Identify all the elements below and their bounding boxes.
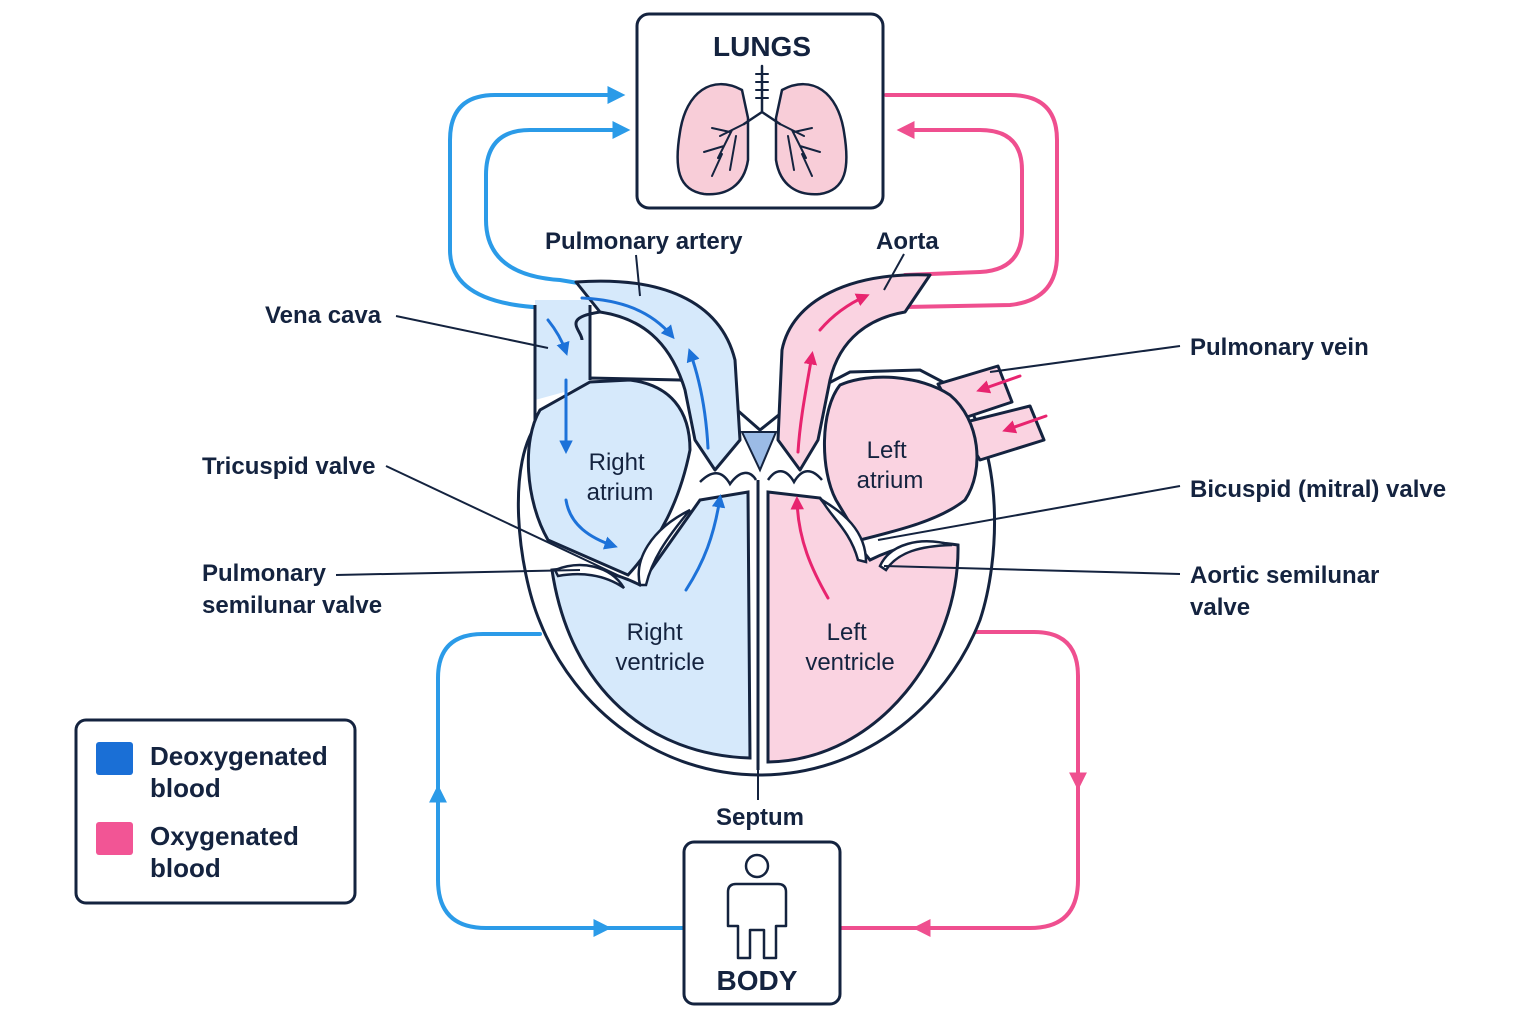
oxy-loop-inner [896, 121, 1024, 277]
aortic-valve-cusps [766, 470, 823, 485]
lungs-box: LUNGS [635, 12, 885, 210]
body-box: BODY [682, 840, 842, 1006]
right-atrium-label: Right atrium [587, 449, 654, 506]
left-atrium-label: Left atrium [857, 437, 924, 494]
bicuspid-valve-flap [818, 496, 868, 564]
pulmonary-artery-vessel [574, 279, 742, 472]
leader-pulmonary-semilunar [335, 569, 581, 576]
leader-pulmonary-artery [635, 254, 641, 297]
heart: Right atrium Left atrium Right ventricle… [516, 273, 1048, 777]
leader-pulmonary-vein [989, 345, 1181, 373]
septum-label: Septum [716, 804, 804, 831]
aorta-label: Aorta [876, 228, 939, 255]
systemic-circuit-lines [429, 630, 1087, 937]
pulmonary-artery-label: Pulmonary artery [545, 228, 743, 255]
deoxy-loop-inner [484, 121, 631, 292]
deoxy-flow-arrows [546, 296, 726, 592]
lungs-icon [676, 64, 848, 196]
legend-oxygenated-label: Oxygenated blood [150, 821, 306, 883]
tricuspid-valve-flap [637, 508, 691, 587]
leader-aortic-semilunar [883, 565, 1181, 575]
left-ventricle-label: Left ventricle [805, 619, 894, 676]
oxy-flow-arrows [790, 293, 1048, 600]
deoxy-systemic-return [436, 632, 612, 937]
aortic-semilunar-valve-label: Aortic semilunar valve [1190, 562, 1386, 621]
pulmonary-vein-label: Pulmonary vein [1190, 334, 1369, 361]
leader-aorta [883, 253, 905, 291]
oxy-loop-outer [884, 93, 1059, 309]
tricuspid-valve-label: Tricuspid valve [202, 453, 375, 480]
right-atrium-chamber [526, 378, 692, 577]
leader-bicuspid [877, 485, 1181, 541]
aortic-semilunar-valve-flap [878, 540, 953, 572]
legend-swatch-deoxygenated [96, 742, 133, 775]
legend: Deoxygenated blood Oxygenated blood [74, 718, 357, 905]
legend-deoxygenated-label: Deoxygenated blood [150, 741, 335, 803]
deoxy-loop-outer [448, 86, 626, 310]
leader-tricuspid [385, 465, 629, 581]
septum-top [740, 431, 778, 473]
body-title: BODY [717, 965, 798, 996]
pulmonary-valve-cusps [699, 471, 758, 487]
leader-vena-cava [395, 315, 549, 349]
pulmonary-semilunar-valve-label: Pulmonary semilunar valve [202, 560, 382, 619]
left-atrium-chamber [823, 375, 979, 542]
right-ventricle-label: Right ventricle [615, 619, 704, 676]
aorta-vessel [776, 273, 932, 472]
oxy-systemic-out [912, 630, 1080, 937]
leader-lines [335, 253, 1181, 800]
vena-cava-label: Vena cava [265, 302, 382, 329]
lungs-title: LUNGS [713, 31, 811, 62]
person-icon [726, 853, 788, 960]
pulmonary-circuit-lines [448, 86, 1059, 310]
legend-swatch-oxygenated [96, 822, 133, 855]
bicuspid-valve-label: Bicuspid (mitral) valve [1190, 476, 1446, 503]
